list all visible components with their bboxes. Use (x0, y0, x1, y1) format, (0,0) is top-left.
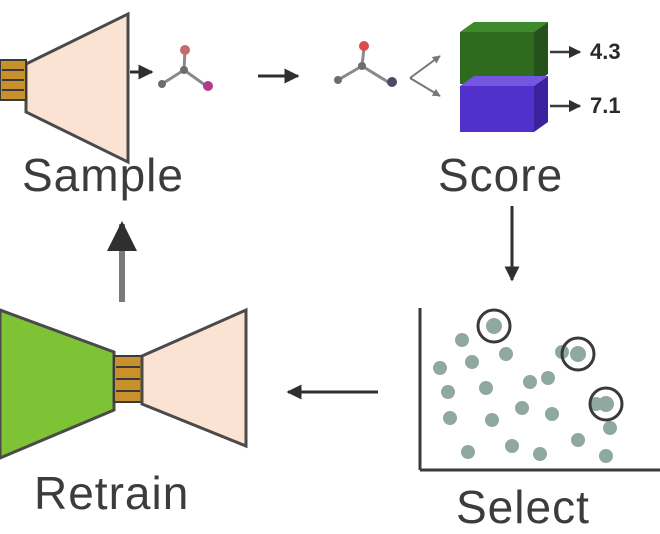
scatter-point (523, 375, 537, 389)
scatter-point (433, 361, 447, 375)
scored-molecule-icon (334, 41, 397, 87)
selected-point (560, 336, 596, 372)
scatter-point (599, 449, 613, 463)
green-score-value: 4.3 (590, 39, 621, 64)
scatter-point (545, 407, 559, 421)
scatter-point (499, 347, 513, 361)
score-fork-lines (409, 55, 441, 97)
score-label: Score (438, 149, 564, 201)
selected-points (476, 308, 624, 422)
scatter-point (465, 355, 479, 369)
selected-point (588, 386, 624, 422)
scatter-points (433, 333, 617, 463)
scatter-point (505, 439, 519, 453)
scatter-point (603, 421, 617, 435)
scatter-point (485, 413, 499, 427)
scatter-point (441, 385, 455, 399)
select-label: Select (456, 481, 590, 533)
purple-cube-icon (460, 76, 548, 132)
scatter-point (455, 333, 469, 347)
scatter-point (571, 433, 585, 447)
scatter-point (479, 381, 493, 395)
scatter-point (461, 445, 475, 459)
retrain-encoder-network (0, 308, 116, 460)
retrain-decoder-network (140, 307, 248, 449)
sample-label: Sample (22, 149, 184, 201)
retrain-label: Retrain (34, 467, 190, 519)
purple-score-value: 7.1 (590, 93, 621, 118)
scatter-point (443, 411, 457, 425)
selected-point (476, 308, 512, 344)
select-scatter-plot (418, 308, 660, 472)
retrain-latent-block (113, 355, 143, 403)
scatter-point (515, 401, 529, 415)
sampled-molecule-icon (158, 45, 213, 91)
sample-decoder-network (0, 11, 130, 165)
scatter-point (533, 447, 547, 461)
scatter-point (541, 371, 555, 385)
green-cube-icon (460, 22, 548, 84)
